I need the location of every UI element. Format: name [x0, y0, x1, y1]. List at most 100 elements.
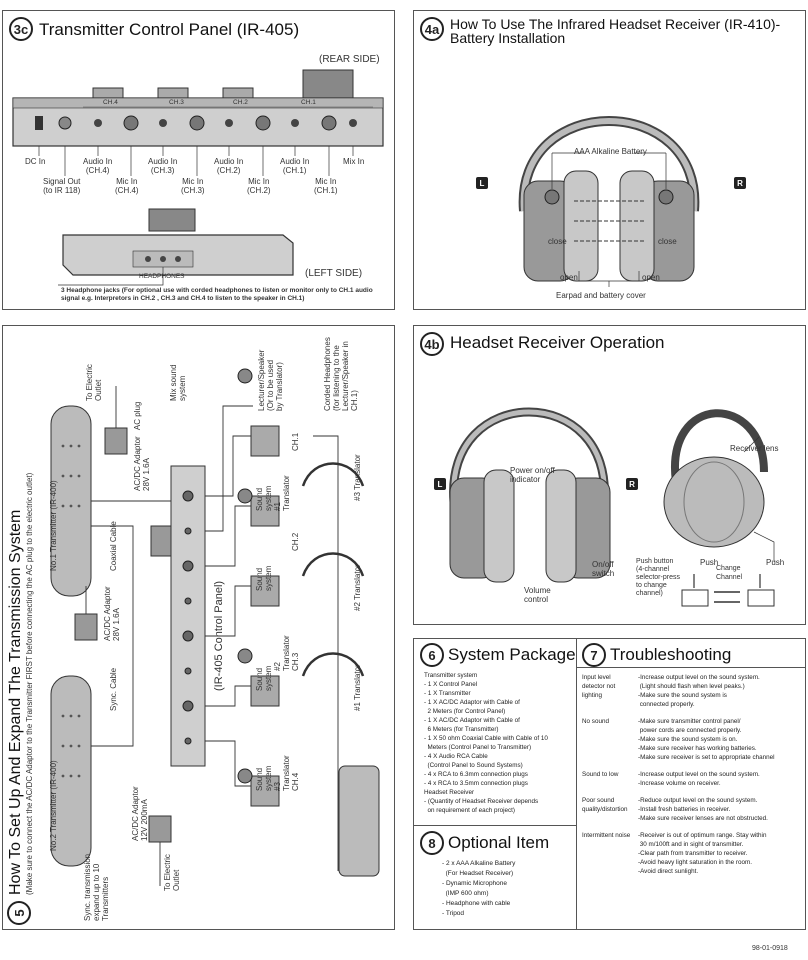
troubleshooting-fix: -Make sure receiver has working batterie…: [638, 745, 757, 752]
power-indicator-label: Power on/off indicator: [510, 466, 555, 484]
package-item: - 4 x RCA to 6.3mm connection plugs: [424, 771, 528, 778]
section-badge-6: 6: [420, 643, 444, 667]
package-item: 6 Meters (for Transmitter): [424, 726, 499, 733]
left-marker-4b: L: [434, 478, 446, 490]
sound-system-ch1: Sound system: [255, 485, 273, 511]
troubleshooting-fix: connected properly.: [638, 701, 695, 708]
divider-title-7: [576, 667, 805, 668]
onoff-switch-label: On/off switch: [592, 560, 615, 578]
troubleshooting-fix: -Make sure receiver lenses are not obstr…: [638, 815, 768, 822]
adaptor-2-label: AC/DC Adaptor 28V 1.6A: [103, 586, 121, 641]
rear-side-label: (REAR SIDE): [319, 54, 380, 65]
troubleshooting-fix: power cords are connected properly.: [638, 727, 742, 734]
section-badge-5: 5: [7, 901, 31, 925]
translator-2-label: #2 Translator: [273, 635, 291, 671]
channel-tab-ch1: CH.1: [301, 99, 316, 106]
troubleshooting-fix: -Increase volume on receiver.: [638, 780, 721, 787]
package-list: Transmitter system- 1 X Control Panel- 1…: [424, 671, 574, 815]
mix-sound-label: Mix sound system: [169, 364, 187, 401]
headset-battery-drawing: [518, 116, 700, 287]
right-marker-4b: R: [626, 478, 638, 490]
optional-item: (IMP 600 ohm): [442, 890, 489, 897]
troubleshooting-fixes: -Make sure transmitter control panel/ po…: [638, 717, 804, 762]
troubleshooting-fix: -Make sure receiver is set to appropriat…: [638, 754, 775, 761]
rear-label-mic-ch2: Mic In (CH.2): [247, 177, 271, 195]
troubleshooting-fix: (Light should flash when level peaks.): [638, 683, 745, 690]
corded-headphones-label: Corded Headphones (for listening to the …: [323, 337, 359, 411]
package-item: Headset Receiver: [424, 789, 475, 796]
sync-cable-label: Sync. Cable: [109, 667, 118, 711]
volume-control-label: Volume control: [524, 586, 551, 604]
optional-item: - Headphone with cable: [442, 900, 511, 907]
troubleshooting-fixes: -Increase output level on the sound syst…: [638, 770, 804, 788]
adaptor-3-label: AC/DC Adaptor 12V 200mA: [131, 786, 149, 841]
footer-code: 98-01-0918: [752, 945, 788, 952]
troubleshooting-fixes: -Increase output level on the sound syst…: [638, 673, 804, 709]
coaxial-cable-label: Coaxial Cable: [109, 521, 118, 571]
push-button-label: Push button (4-channel selector-press to…: [636, 558, 680, 597]
section-badge-3c: 3c: [9, 17, 33, 41]
package-item: Transmitter system: [424, 672, 478, 679]
headphone-note: 3 Headphone jacks (For optional use with…: [61, 287, 373, 302]
section-title-4b: Headset Receiver Operation: [450, 333, 665, 352]
troubleshooting-fix: -Install fresh batteries in receiver.: [638, 806, 731, 813]
rear-label-signal-out: Signal Out (to IR 118): [43, 177, 81, 195]
rear-label-mix: Mix In: [343, 157, 365, 166]
channel-ch3: CH.3: [291, 652, 300, 671]
channel-ch2: CH.2: [291, 532, 300, 551]
optional-item: (For Headset Receiver): [442, 870, 514, 877]
rear-label-mic-ch4: Mic In (CH.4): [115, 177, 139, 195]
cover-label: Earpad and battery cover: [556, 291, 646, 300]
open-label-right: open: [642, 273, 660, 282]
package-item: - 1 X 50 ohm Coaxial Cable with Cable of…: [424, 735, 548, 742]
optional-item: - 2 x AAA Alkaline Battery: [442, 860, 516, 867]
troubleshooting-fix: -Make sure the sound system is on.: [638, 736, 738, 743]
troubleshooting-problem: Sound to low: [582, 771, 619, 778]
push-label-1: Push: [700, 558, 719, 567]
adaptor-1-label: AC/DC Adaptor AC plug 28V 1.6A: [133, 401, 151, 491]
hp-translator-2: #2 Translator: [353, 564, 362, 611]
troubleshooting-fix: -Increase output level on the sound syst…: [638, 674, 760, 681]
troubleshooting-fix: -Reduce output level on the sound system…: [638, 797, 758, 804]
right-marker-4a: R: [734, 177, 746, 189]
troubleshooting-fix: -Make sure the sound system is: [638, 692, 727, 699]
channel-ch1: CH.1: [291, 432, 300, 451]
divider-vertical: [576, 639, 577, 929]
channel-tab-ch3: CH.3: [169, 99, 184, 106]
package-item: - 1 X AC/DC Adaptor with Cable of: [424, 699, 520, 706]
left-marker-4a: L: [476, 177, 488, 189]
close-label-right: close: [658, 237, 677, 246]
translator-3-label: #3 Translator: [273, 755, 291, 791]
troubleshooting-fix: -Clear path from transmitter to receiver…: [638, 850, 748, 857]
sound-system-ch3: Sound system: [255, 665, 273, 691]
headphones-label: HEADPHONES: [139, 273, 185, 280]
rear-panel-drawing: [12, 69, 384, 176]
troubleshooting-problem: Intermittent noise: [582, 832, 631, 839]
hp-translator-1: #1 Translator: [353, 664, 362, 711]
section-title-6: System Package: [448, 645, 576, 664]
panel-battery-installation: 4a How To Use The Infrared Headset Recei…: [413, 10, 806, 310]
sound-system-ch4: Sound system: [255, 765, 273, 791]
rear-label-audio-ch2: Audio In (CH.2): [214, 157, 244, 175]
section-title-4a-line1: How To Use The Infrared Headset Receiver…: [450, 16, 781, 32]
troubleshooting-problem: Input level detector not lighting: [582, 674, 616, 699]
setup-rotated-texts: 5 How To Set Up And Expand The Transmiss…: [3, 326, 394, 929]
rear-label-audio-ch1: Audio In (CH.1): [280, 157, 310, 175]
troubleshooting-fixes: -Receiver is out of optimum range. Stay …: [638, 831, 804, 876]
setup-diagram: [50, 368, 380, 886]
section-badge-4b: 4b: [420, 332, 444, 356]
electric-outlet-2: To Electric Outlet: [163, 854, 181, 891]
left-side-drawing: [58, 208, 294, 286]
channel-tab-ch4: CH.4: [103, 99, 118, 106]
package-item: - 1 X AC/DC Adaptor with Cable of: [424, 717, 520, 724]
rear-label-audio-ch3: Audio In (CH.3): [148, 157, 178, 175]
no1-transmitter-label: No.1 Transmitter (IR-400): [49, 480, 58, 571]
package-item: (Control Panel to Sound Systems): [424, 762, 523, 769]
divider-horizontal: [414, 825, 576, 826]
troubleshooting-problem: No sound: [582, 718, 609, 725]
troubleshooting-fix: -Avoid heavy light saturation in the roo…: [638, 859, 752, 866]
channel-ch4: CH.4: [291, 772, 300, 791]
no2-transmitter-label: No.2 Transmitter (IR-400): [49, 760, 58, 851]
troubleshooting-fix: -Receiver is out of optimum range. Stay …: [638, 832, 767, 839]
battery-label: AAA Alkaline Battery: [574, 147, 647, 156]
